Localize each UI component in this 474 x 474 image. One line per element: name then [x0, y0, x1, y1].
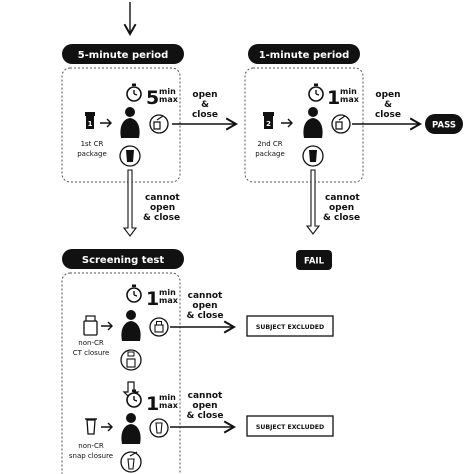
clock-icon	[308, 82, 324, 102]
timer-max: max	[340, 95, 360, 104]
clock-icon	[126, 82, 142, 102]
package-label-line2: package	[255, 150, 285, 158]
excluded-box	[246, 415, 334, 437]
one-minute-pill	[248, 44, 360, 64]
cannot-label-3: & close	[143, 213, 180, 223]
timer-max: max	[159, 296, 179, 305]
timer-min: min	[159, 288, 176, 297]
cr-package-2-icon: 2	[263, 112, 274, 129]
package-number: 1	[88, 120, 93, 128]
one-minute-section: 1-minute period 1 min max 2 2nd CR packa…	[244, 44, 463, 270]
give-arrow-icon	[281, 118, 293, 128]
clock-icon	[126, 283, 142, 303]
child-icon	[121, 413, 141, 444]
cannot-label-2: open	[192, 301, 217, 311]
open-close-label-2: &	[384, 100, 392, 110]
screening-title: Screening test	[82, 255, 164, 266]
cannot-label-1: cannot	[188, 391, 223, 401]
screening-pill	[62, 249, 184, 269]
open-close-label-3: close	[375, 110, 401, 120]
closed-package-icon	[302, 145, 324, 167]
open-close-label-2: &	[201, 100, 209, 110]
cr-package-1-icon: 1	[85, 112, 95, 129]
timer-max: max	[159, 95, 179, 104]
one-minute-box	[244, 67, 364, 183]
excluded-box	[246, 315, 334, 337]
excluded-label: SUBJECT EXCLUDED	[256, 424, 324, 431]
timer-number: 1	[327, 87, 340, 109]
child-icon	[120, 107, 140, 138]
opened-ct-icon	[120, 349, 142, 371]
timer-min: min	[340, 87, 357, 96]
open-close-label-1: open	[375, 90, 400, 100]
opened-package-icon	[331, 114, 351, 134]
closed-package-icon	[119, 145, 141, 167]
excluded-label: SUBJECT EXCLUDED	[256, 324, 324, 331]
cannot-down-arrow	[305, 169, 321, 235]
fail-pill	[296, 250, 332, 270]
closed-ct-icon	[149, 317, 169, 337]
screening-section: Screening test 1 min max non-CR CT closu…	[61, 249, 334, 474]
open-close-label-1: open	[192, 90, 217, 100]
child-icon	[121, 310, 141, 341]
give-arrow-icon	[101, 422, 113, 432]
timer-number: 1	[146, 393, 159, 415]
snap-label-line2: snap closure	[69, 452, 113, 460]
snap-vial-icon	[85, 418, 97, 435]
timer-number: 1	[146, 288, 159, 310]
timer-min: min	[159, 393, 176, 402]
five-minute-title: 5-minute period	[78, 50, 169, 61]
open-close-label-3: close	[192, 110, 218, 120]
cannot-label-2: open	[192, 401, 217, 411]
five-minute-pill	[62, 44, 184, 64]
timer-min: min	[159, 87, 176, 96]
package-label-line2: package	[77, 150, 107, 158]
opened-package-icon	[149, 114, 169, 134]
fail-label: FAIL	[304, 257, 325, 267]
cannot-label-1: cannot	[188, 291, 223, 301]
cannot-label-1: cannot	[145, 193, 180, 203]
opened-snap-icon	[120, 451, 142, 473]
five-minute-section: 5-minute period 5 min max 1 1st CR packa…	[61, 44, 238, 237]
timer-max: max	[159, 401, 179, 410]
cannot-label-3: & close	[186, 311, 223, 321]
five-minute-box	[61, 67, 181, 183]
screening-box	[61, 272, 181, 474]
one-minute-title: 1-minute period	[259, 50, 350, 61]
timer-number: 5	[146, 87, 159, 109]
closed-snap-icon	[149, 418, 169, 438]
ct-label-line2: CT closure	[73, 349, 110, 357]
ct-label-line1: non-CR	[78, 339, 104, 347]
child-icon	[303, 107, 323, 138]
cannot-label-2: open	[329, 203, 354, 213]
cannot-label-3: & close	[323, 213, 360, 223]
give-arrow-icon	[101, 321, 113, 331]
cannot-label-2: open	[150, 203, 175, 213]
package-label-line1: 1st CR	[81, 140, 104, 148]
package-number: 2	[266, 120, 271, 128]
package-label-line1: 2nd CR	[257, 140, 282, 148]
cannot-label-3: & close	[186, 411, 223, 421]
cannot-label-1: cannot	[325, 193, 360, 203]
ct-bottle-icon	[83, 315, 98, 336]
pass-pill	[425, 114, 463, 134]
give-arrow-icon	[100, 118, 112, 128]
snap-label-line1: non-CR	[78, 442, 104, 450]
cannot-down-arrow	[122, 169, 138, 237]
pass-label: PASS	[432, 121, 456, 131]
